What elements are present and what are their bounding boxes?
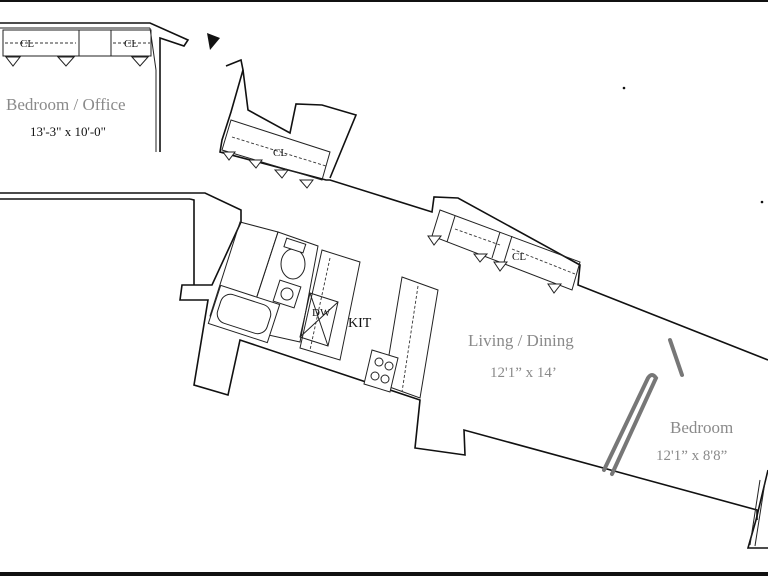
right-wall [746,469,768,549]
bottom-border [0,572,768,576]
closet-label: CL [512,251,526,263]
bathroom-kitchen-walls [0,192,758,520]
dot-mark [622,86,626,90]
dot-mark [760,200,764,204]
dishwasher-label: DW [312,307,331,319]
entry-arrow-icon [207,33,220,50]
room-name-kitchen: KIT [348,316,372,331]
bedroom-office-walls [0,22,190,152]
closet-label: CL [273,147,287,159]
closet-label: CL [20,38,34,50]
partition-marker [602,338,684,476]
room-size-bedroom: 12'1” x 8'8” [656,448,727,464]
room-size-bedroom-office: 13'-3" x 10'-0" [30,124,106,139]
room-name-bedroom-office: Bedroom / Office [6,95,126,114]
closet-label: CL [124,38,138,50]
upper-wall [219,58,768,361]
room-size-living-dining: 12'1” x 14’ [490,365,557,381]
room-name-bedroom: Bedroom [670,418,733,437]
room-name-living-dining: Living / Dining [468,331,574,350]
